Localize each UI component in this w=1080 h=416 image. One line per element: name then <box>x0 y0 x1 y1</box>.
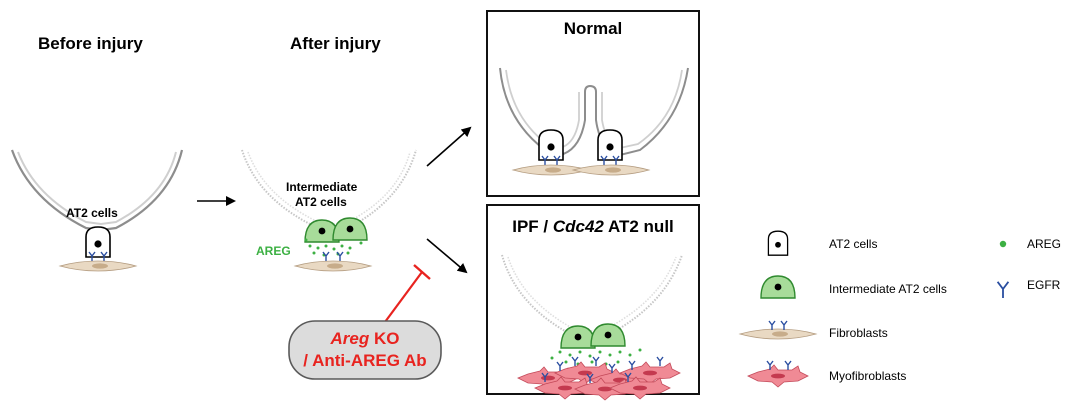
ipf-panel: IPF / Cdc42 AT2 null <box>486 204 700 401</box>
svg-text:Areg KO: Areg KO <box>330 329 400 348</box>
fibroblast-icon <box>739 328 817 340</box>
legend-label-at2: AT2 cells <box>829 237 877 251</box>
inhibitor-antibody: / Anti-AREG Ab <box>303 351 426 370</box>
egfr-receptor-icon <box>996 281 1010 298</box>
normal-title: Normal <box>564 19 623 38</box>
at2-cell-icon <box>767 230 789 256</box>
egfr-receptor-icon <box>784 360 792 371</box>
legend-label-egfr: EGFR <box>1027 278 1061 292</box>
areg-dots <box>550 348 642 366</box>
areg-dot-icon <box>999 240 1007 248</box>
ipf-title-suffix: AT2 null <box>604 217 674 236</box>
before-at2-label: AT2 cells <box>66 206 118 220</box>
inhibition-symbol <box>384 264 431 323</box>
intermediate-cell-icon <box>332 217 368 241</box>
inhibitor-box: Areg KO / Anti-AREG Ab <box>288 320 442 380</box>
legend: AT2 cells Intermediate AT2 cells Fibrobl… <box>739 230 1061 388</box>
svg-text:IPF / Cdc42 AT2 null: IPF / Cdc42 AT2 null <box>512 217 674 236</box>
areg-label: AREG <box>256 244 291 258</box>
legend-label-intermediate: Intermediate AT2 cells <box>829 282 947 296</box>
at2-cell-icon <box>538 129 564 161</box>
ipf-title-prefix: IPF / <box>512 217 553 236</box>
legend-label-myofibroblast: Myofibroblasts <box>829 369 906 383</box>
myofibroblast-icon <box>747 364 809 388</box>
intermediate-label-line1: Intermediate <box>286 180 358 194</box>
egfr-receptor-icon <box>322 251 330 262</box>
outcome-arrow-normal <box>426 126 472 167</box>
normal-panel: Normal <box>486 10 700 197</box>
legend-label-fibroblast: Fibroblasts <box>829 326 888 340</box>
ipf-title-gene: Cdc42 <box>553 217 605 236</box>
before-injury-title: Before injury <box>38 34 143 53</box>
legend-label-areg: AREG <box>1027 237 1061 251</box>
fibroblast-icon <box>59 260 137 272</box>
after-injury-title: After injury <box>290 34 381 53</box>
fibroblast-icon <box>294 260 372 272</box>
intermediate-label-line2: AT2 cells <box>295 195 347 209</box>
at2-cell-icon <box>597 129 623 161</box>
egfr-receptor-icon <box>336 251 344 262</box>
inhibitor-ko: KO <box>369 329 399 348</box>
intermediate-cell-icon <box>760 275 796 299</box>
inhibitor-gene: Areg <box>330 329 370 348</box>
outcome-arrow-ipf <box>426 238 468 274</box>
